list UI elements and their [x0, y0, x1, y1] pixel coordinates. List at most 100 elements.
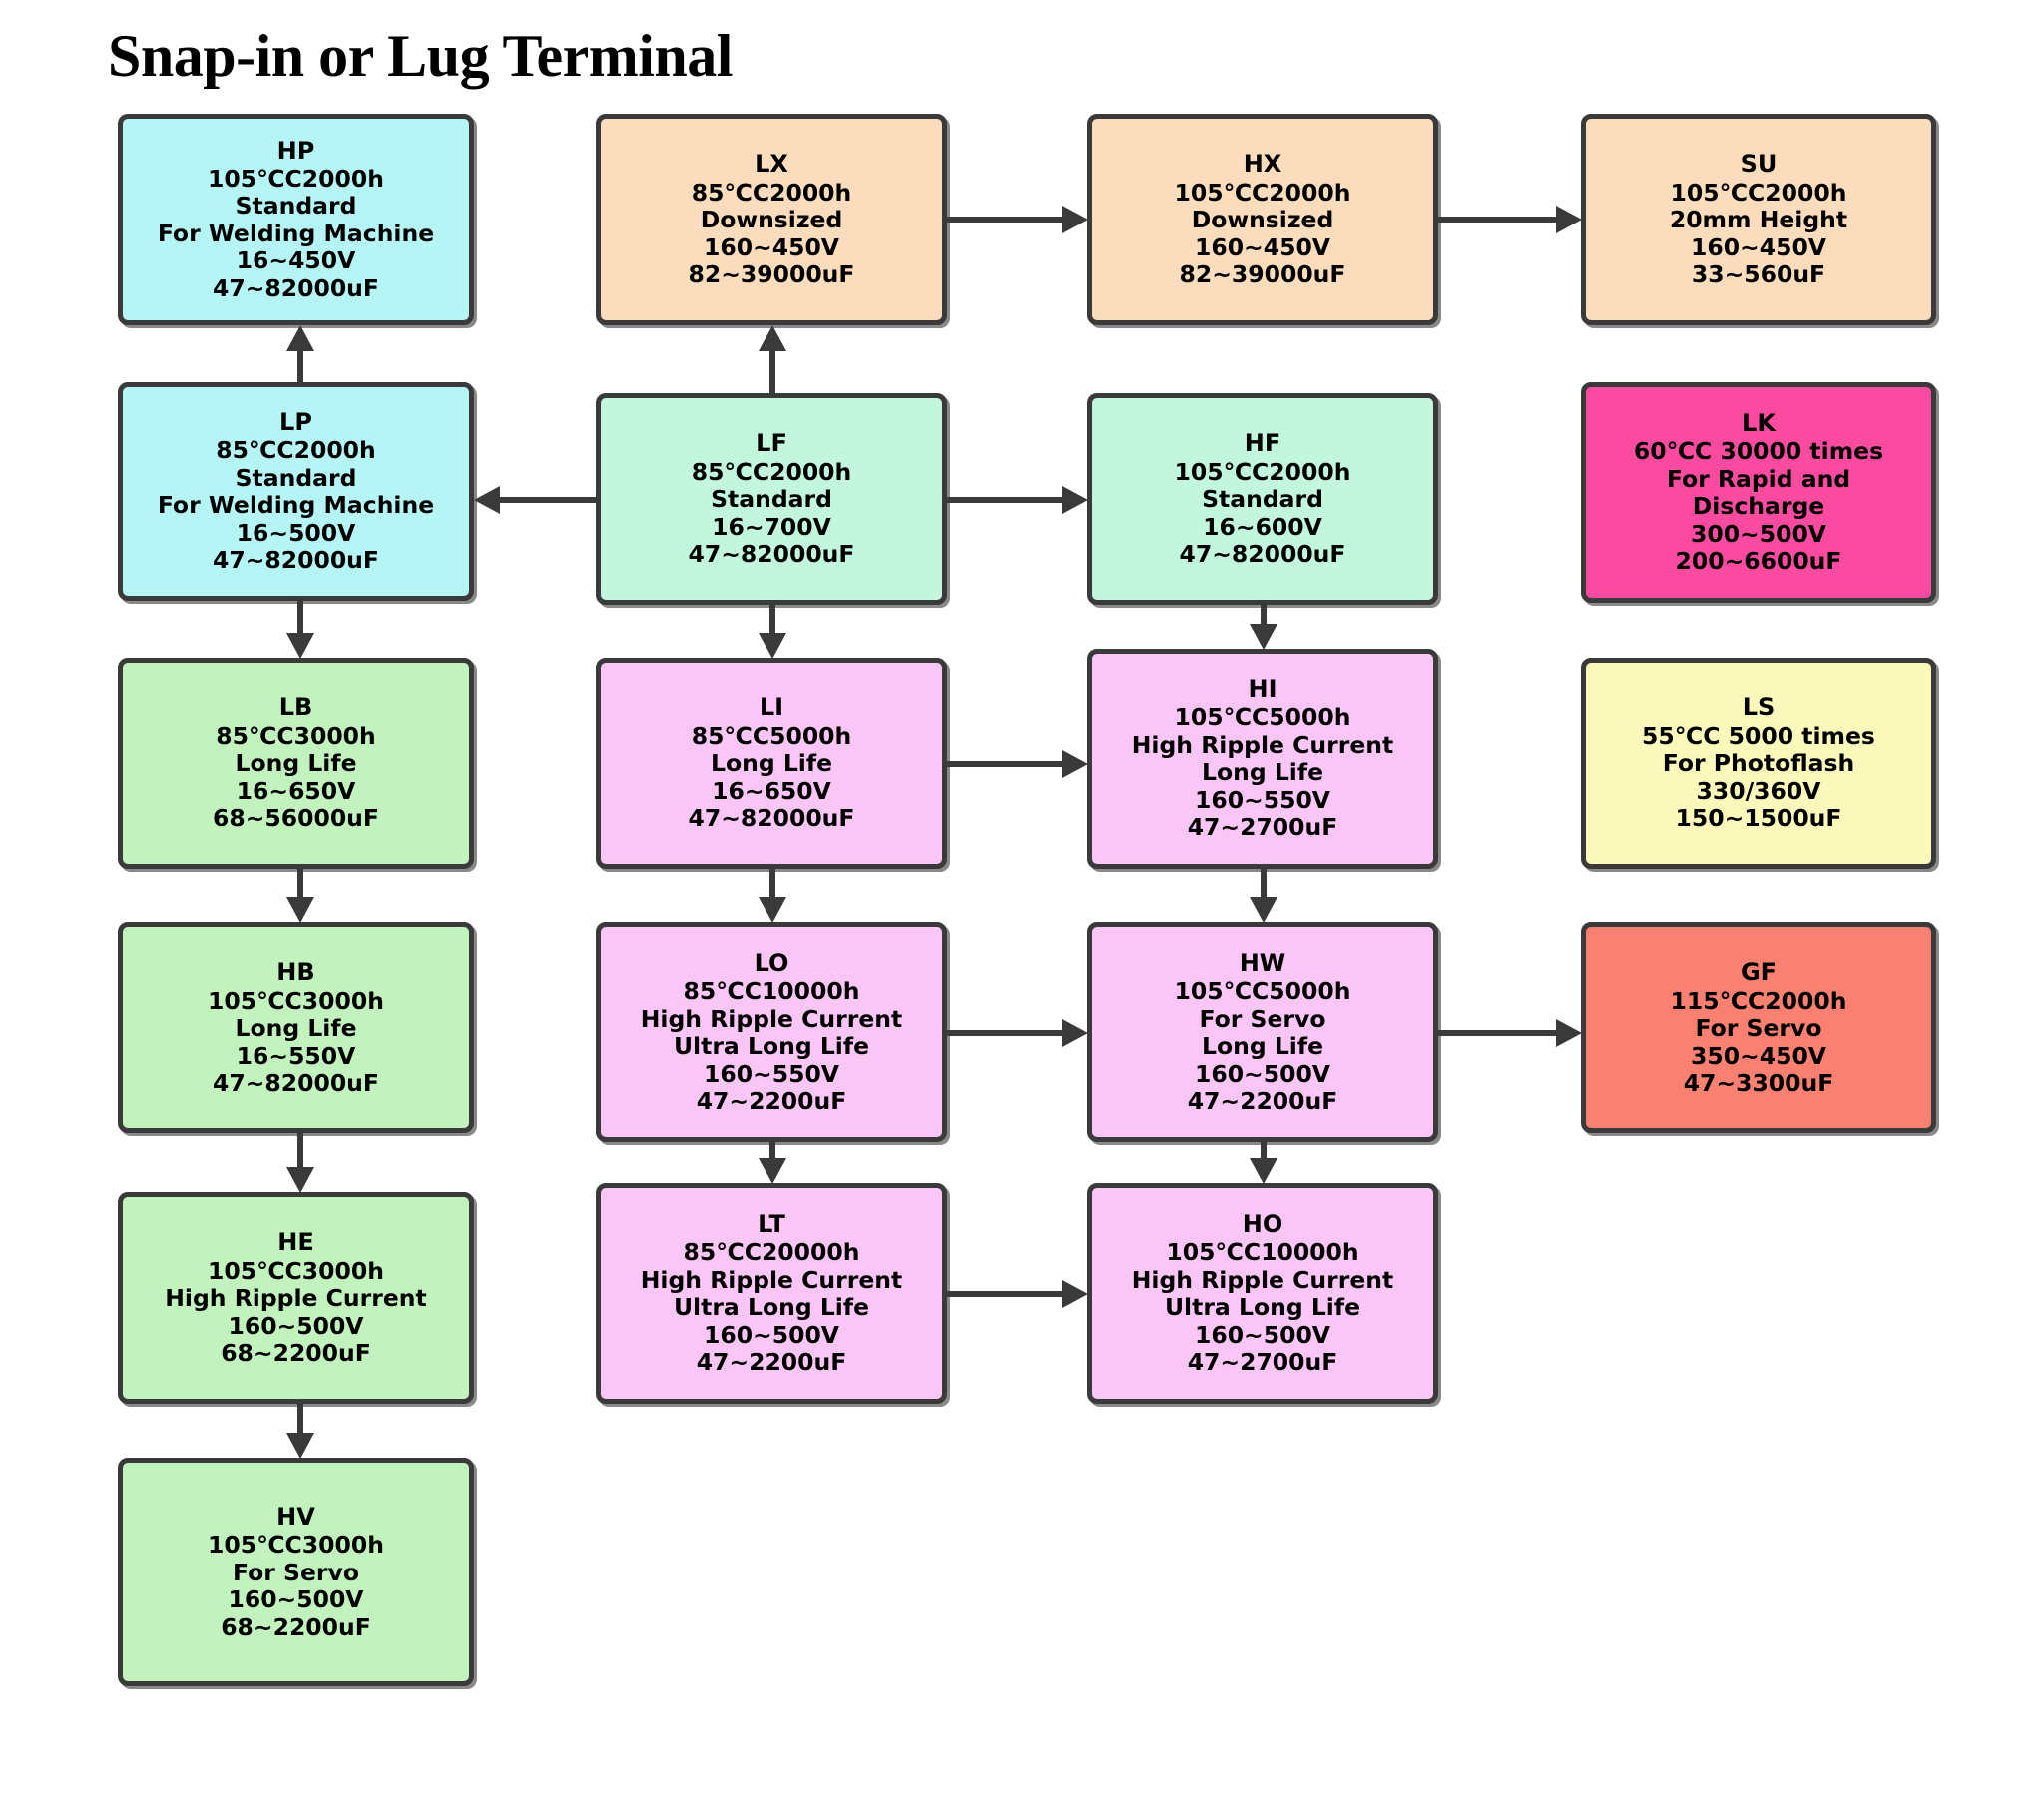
node-spec-line: 20mm Height: [1669, 206, 1848, 234]
node-spec-line: 47~82000uF: [213, 273, 379, 302]
arrow-shaft: [947, 1291, 1066, 1297]
arrow-lt-to-ho-icon: [947, 1277, 1088, 1311]
node-spec-line: 47~2700uF: [1187, 1348, 1338, 1377]
arrow-shaft: [1438, 217, 1560, 223]
arrow-shaft: [947, 1030, 1066, 1036]
node-code: HI: [1248, 675, 1278, 704]
node-code: LK: [1742, 409, 1776, 438]
node-spec-line: 105℃C3000h: [208, 986, 384, 1015]
node-spec-line: Long Life: [1201, 1032, 1324, 1061]
node-spec-line: For Welding Machine: [157, 219, 435, 247]
node-code: LX: [755, 150, 788, 179]
node-code: LF: [756, 429, 787, 458]
node-spec-line: 47~82000uF: [1179, 540, 1346, 569]
arrow-shaft: [297, 347, 303, 383]
arrow-lb-to-hb-icon: [283, 869, 317, 923]
node-spec-line: High Ripple Current: [640, 1004, 903, 1033]
node-spec-line: Standard: [1202, 485, 1323, 514]
arrow-head-icon: [759, 633, 786, 659]
node-spec-line: 85℃C5000h: [691, 721, 852, 750]
arrow-shaft: [297, 1404, 303, 1437]
arrow-li-to-hi-icon: [947, 747, 1088, 781]
node-spec-line: High Ripple Current: [1131, 1265, 1394, 1294]
node-code: HP: [276, 136, 315, 165]
node-spec-line: 160~500V: [1195, 1059, 1330, 1088]
node-spec-line: 47~82000uF: [688, 540, 855, 569]
arrow-head-icon: [1062, 1019, 1088, 1047]
node-spec-line: 105℃C5000h: [1174, 977, 1351, 1006]
arrow-shaft: [947, 497, 1066, 503]
node-spec-line: For Servo: [1695, 1014, 1822, 1043]
node-code: HX: [1243, 150, 1282, 179]
arrow-head-icon: [1062, 750, 1088, 778]
node-spec-line: 47~82000uF: [688, 804, 855, 833]
node-code: HF: [1244, 429, 1281, 458]
node-spec-line: 160~500V: [228, 1311, 364, 1340]
node-spec-line: 105℃C2000h: [1670, 178, 1847, 207]
node-spec-line: High Ripple Current: [640, 1265, 903, 1294]
node-spec-line: 82~39000uF: [688, 260, 855, 289]
arrow-head-icon: [1250, 1158, 1278, 1184]
node-spec-line: 160~550V: [704, 1059, 839, 1088]
node-spec-line: 68~2200uF: [221, 1612, 371, 1641]
node-spec-line: Downsized: [1191, 206, 1334, 234]
arrow-shaft: [297, 869, 303, 901]
arrow-head-icon: [759, 1158, 786, 1184]
node-code: GF: [1740, 958, 1778, 987]
arrow-head-icon: [286, 1433, 314, 1459]
node-spec-line: 16~650V: [236, 776, 356, 805]
node-spec-line: 16~550V: [236, 1041, 356, 1070]
node-spec-line: Long Life: [235, 1014, 357, 1043]
arrow-head-icon: [1556, 206, 1582, 233]
node-code: LT: [758, 1210, 785, 1239]
node-spec-line: 16~650V: [712, 776, 831, 805]
node-spec-line: Discharge: [1692, 492, 1825, 521]
node-spec-line: 85℃C20000h: [683, 1238, 860, 1267]
arrow-he-to-hv-icon: [283, 1404, 317, 1459]
node-spec-line: 350~450V: [1691, 1041, 1826, 1070]
node-spec-line: Ultra Long Life: [673, 1032, 870, 1061]
node-spec-line: 47~2200uF: [696, 1348, 847, 1377]
node-spec-line: Long Life: [710, 749, 833, 778]
node-spec-line: 68~56000uF: [213, 804, 379, 833]
node-code: HB: [276, 958, 315, 987]
node-spec-line: 82~39000uF: [1179, 260, 1346, 289]
node-spec-line: 47~2200uF: [696, 1087, 847, 1116]
node-spec-line: Long Life: [1201, 758, 1324, 787]
arrow-head-icon: [474, 486, 500, 514]
arrow-lf-to-li-icon: [756, 605, 789, 659]
arrow-hi-to-hw-icon: [1247, 869, 1280, 923]
arrow-lf-to-lx-icon: [756, 325, 789, 394]
arrow-shaft: [297, 601, 303, 637]
page-title: Snap-in or Lug Terminal: [108, 23, 733, 89]
node-spec-line: 115℃C2000h: [1670, 986, 1847, 1015]
node-spec-line: 105℃C2000h: [1174, 178, 1351, 207]
node-spec-line: For Photoflash: [1662, 749, 1855, 778]
arrow-head-icon: [759, 897, 786, 923]
node-spec-line: 47~82000uF: [213, 1069, 379, 1098]
arrow-lo-to-lt-icon: [756, 1142, 789, 1184]
node-code: LB: [278, 693, 313, 722]
arrow-lf-to-lp-icon: [474, 483, 597, 517]
arrow-hw-to-gf-icon: [1438, 1016, 1582, 1050]
